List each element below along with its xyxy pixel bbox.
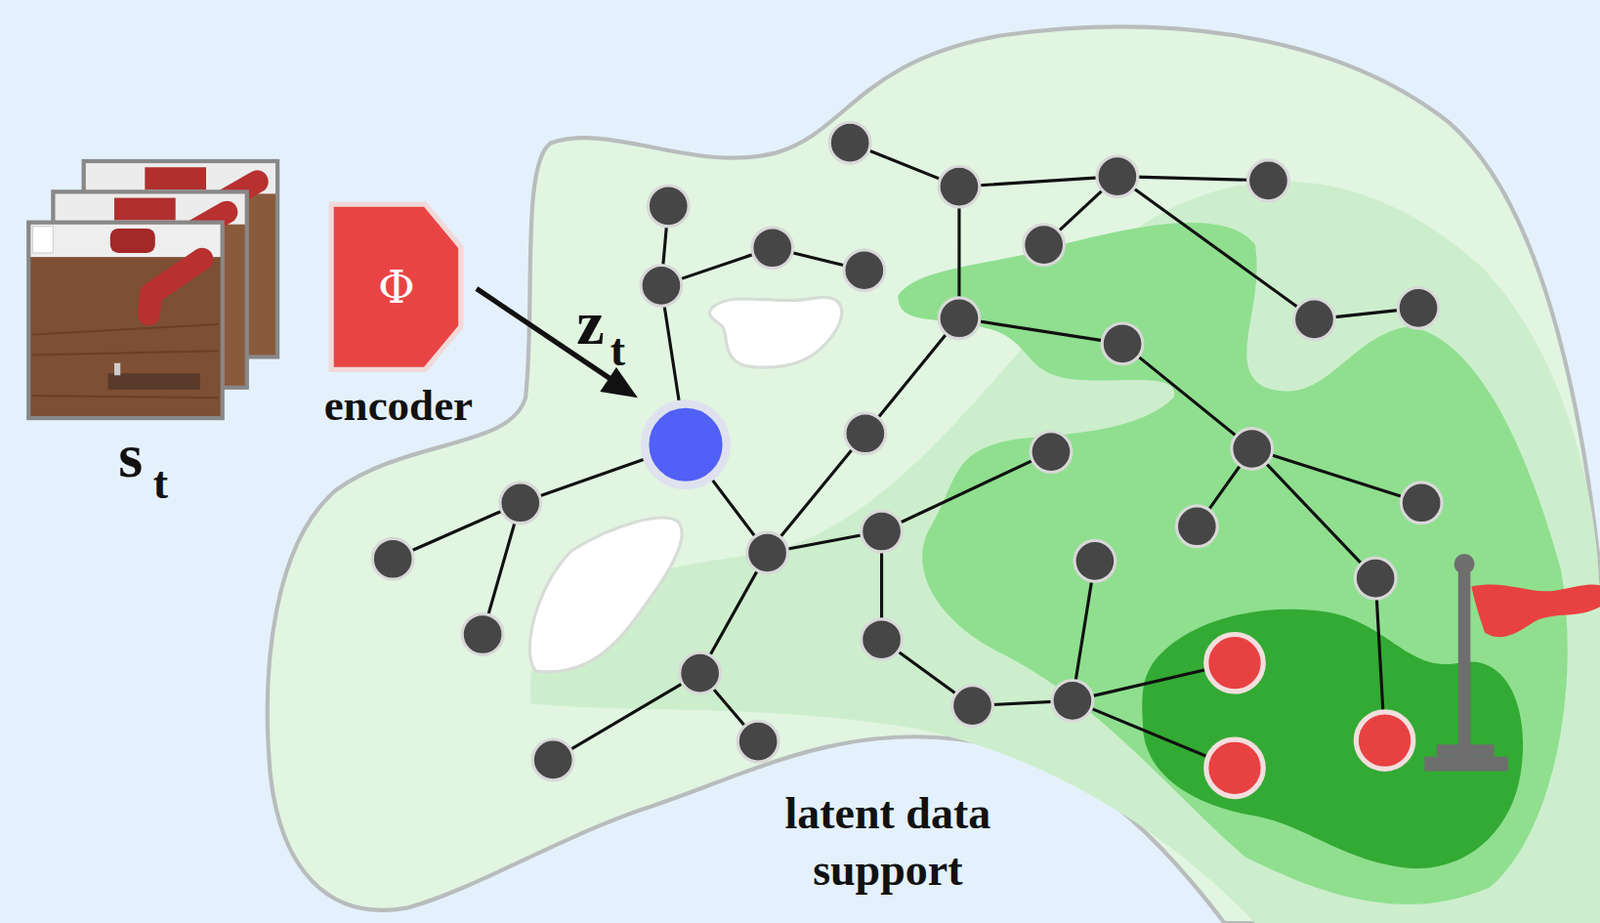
state-symbol: s bbox=[118, 424, 143, 488]
encoder-symbol: Φ bbox=[378, 264, 416, 310]
current-latent-vertex bbox=[644, 404, 727, 487]
encoder-caption: encoder bbox=[324, 383, 473, 428]
encoder-box: Φencoder bbox=[328, 201, 464, 374]
goal-flag bbox=[1424, 553, 1600, 771]
state-subscript: t bbox=[153, 461, 169, 506]
goal-vertices bbox=[1206, 633, 1414, 797]
support-hole bbox=[709, 296, 842, 368]
graph-edges bbox=[392, 142, 1422, 768]
latent-data-support-region bbox=[267, 27, 1600, 923]
encoding-arrow bbox=[476, 289, 638, 399]
support-hole bbox=[529, 517, 682, 673]
observation-frames bbox=[28, 161, 278, 419]
density-level-1 bbox=[530, 181, 1600, 923]
region-caption: latent data support bbox=[739, 785, 1036, 898]
graph-vertices bbox=[372, 122, 1442, 781]
latent-subscript: t bbox=[610, 328, 626, 374]
latent-symbol: z bbox=[576, 292, 604, 355]
